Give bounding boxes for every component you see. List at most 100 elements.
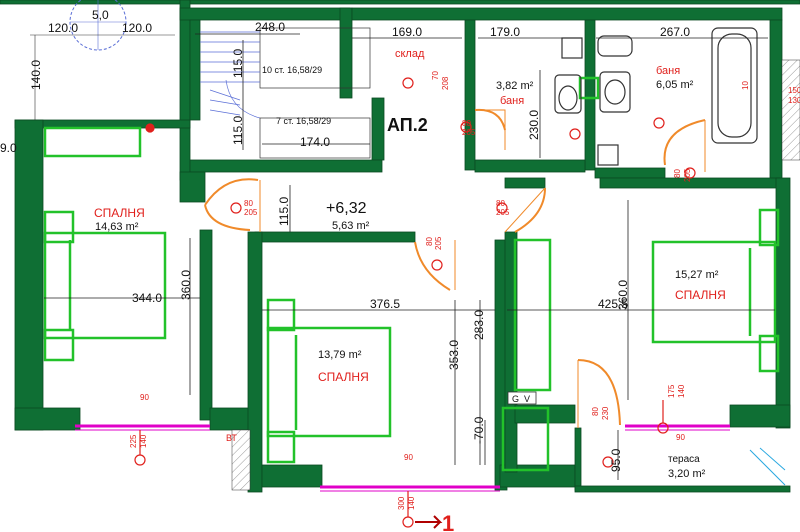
dim-115-a: 115.0 [231,49,245,78]
dim-353: 353.0 [447,340,461,370]
dimension-lines [44,33,775,480]
bedroom-center-name: СПАЛНЯ [318,370,369,384]
win-terrace-90: 90 [676,433,685,442]
dim-283: 283.0 [472,310,486,340]
bath-large-area: 6,05 m² [656,79,694,91]
boiler [597,144,619,166]
top-strip [0,0,800,5]
win-terrace-140: 140 [677,384,686,398]
door-bath-large [663,119,706,166]
dim-179: 179.0 [490,25,520,39]
bed-right [651,240,777,344]
bed-left [43,231,167,340]
wall-terrace-bottom [574,485,791,493]
door-bedroom-right [514,187,546,233]
level-mark: +6,32 [326,200,367,217]
section-number: 1 [442,511,454,532]
door-right-80: 80 [496,199,505,208]
door-bath-small [474,108,506,131]
dim-376-5: 376.5 [370,297,400,311]
hall-area: 5,63 m² [332,220,370,232]
wall-stair-top [179,7,351,21]
wall-right-top [769,19,783,181]
door-center-80: 80 [425,237,434,246]
fixture-top [561,37,583,59]
stairs-lower-label: 7 ст. 16,58/29 [276,116,331,126]
door-terrace-230: 230 [601,406,610,420]
wall-center-top [254,231,416,243]
doors [204,108,706,428]
wall-center-left [247,231,263,493]
wardrobe-left [43,126,142,158]
door-terrace [577,359,621,426]
win-terrace-175: 175 [667,384,676,398]
dim-174: 174.0 [300,135,330,149]
wall-bath-small-left [464,19,476,171]
wall-stair-bottom [189,159,383,173]
nightstand-left-b [43,328,75,362]
win-left-90: 90 [140,393,149,402]
dim-120-a: 120.0 [48,21,78,35]
win-center-90: 90 [404,453,413,462]
door-bathl-80: 80 [673,169,682,178]
win-center-300: 300 [397,496,406,510]
bedroom-center-area: 13,79 m² [318,349,362,361]
bath-fixtures [554,27,758,166]
door-bedroom-center [414,241,451,291]
bedroom-right-name: СПАЛНЯ [675,288,726,302]
win-right-130: 130 [788,96,800,105]
dim-95: 95.0 [609,448,623,472]
terrace-area-value: 3,20 m² [668,468,706,480]
terrace-area [749,447,786,486]
apartment-label: АП.2 [387,115,428,135]
win-right-150: 150 [788,86,800,95]
win-center-140: 140 [407,496,416,510]
gv-marker-g: G [512,394,519,404]
dim-230: 230.0 [527,110,541,140]
door-right-205: 205 [496,208,510,217]
terrace-name: тераса [668,454,700,465]
wall-stair-left [179,0,191,181]
dim-248: 248.0 [255,20,285,34]
dim-360-a: 360.0 [179,270,193,300]
door-storage-70: 70 [431,71,440,80]
wall-left-stub [179,171,206,203]
wall-left-outer [14,119,44,431]
nightstand-center-a [266,298,296,332]
wall-terrace-left [574,427,582,491]
stairs [200,27,371,159]
furniture [43,76,780,472]
wall-left-inner [199,229,213,421]
shelf-bath [578,76,600,100]
dim-360-b: 360.0 [616,280,630,310]
bedroom-right-area: 15,27 m² [675,269,719,281]
dim-425-5: 425.5 [598,297,628,311]
bed-center [266,326,392,438]
stairs-upper-label: 10 ст. 16,58/29 [262,65,322,75]
wall-storage-left [339,7,353,99]
washbasin [599,71,631,113]
hatch-right [781,59,800,161]
dim-70: -70.0 [472,416,486,444]
markers [134,77,696,529]
wall-right-top-a [504,177,546,189]
hatch-balcony-left [231,429,251,491]
nightstand-center-b [266,430,296,464]
door-bath-205: 205 [462,128,476,137]
bath-large-name: баня [656,65,680,77]
dim-344: 344.0 [132,291,162,305]
labels: 5,0 120.0 120.0 140.0 248.0 115.0 115.0 … [0,8,800,532]
nightstand-right-b [758,334,780,373]
nightstand-right-a [758,208,780,247]
cabinet-bottom [501,406,550,472]
dim-115-b: 115.0 [231,116,245,145]
upper-apartment [30,0,175,120]
door-bath-80: 80 [462,119,471,128]
wardrobe-right [513,238,552,392]
door-storage-208: 208 [441,76,450,90]
wc-small [554,74,582,114]
door-center-205: 205 [434,236,443,250]
wall-stair-inner [189,19,201,121]
wall-right-bottom-b [729,404,791,428]
